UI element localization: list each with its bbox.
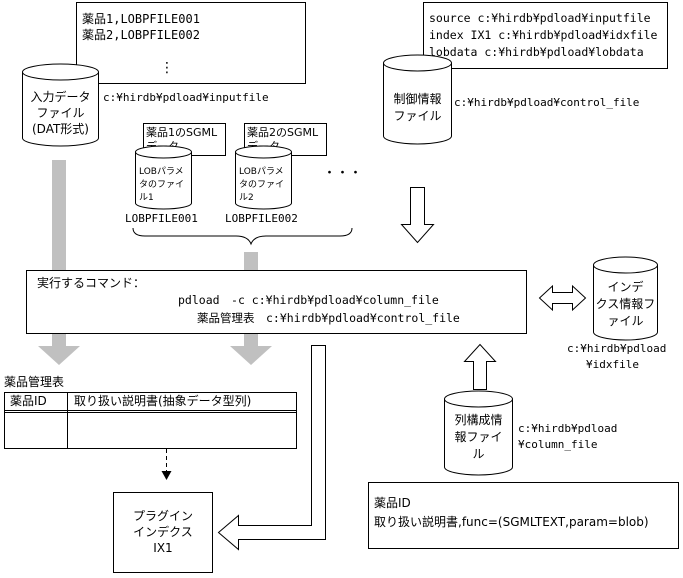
input-vertical-ellipsis: ⋮ — [160, 60, 174, 76]
index-file-path-1: c:¥hirdb¥pdload — [567, 342, 666, 355]
control-cylinder-label-2: ファイル — [393, 109, 441, 123]
double-arrow-command-index — [538, 284, 587, 312]
lob-1-label-3: ル1 — [139, 193, 154, 203]
input-line-2: 薬品2,LOBPFILE002 — [82, 28, 200, 42]
index-cylinder-label-1: インデ — [607, 279, 643, 294]
lob-2-filename: LOBPFILE002 — [225, 212, 298, 225]
plugin-index-box: プラグイン インデクス IX1 — [113, 492, 213, 573]
table-title: 薬品管理表 — [4, 374, 64, 389]
command-line-1: pdload -c c:¥hirdb¥pdload¥column_file — [178, 293, 439, 307]
column-file-path-2: ¥column_file — [518, 438, 597, 451]
input-cylinder-label-3: (DAT形式) — [32, 122, 89, 136]
lob-param-file-2-cylinder: LOBパラメ タのファイ ル2 — [235, 145, 292, 210]
command-line-2: 薬品管理表 c:¥hirdb¥pdload¥control_file — [197, 311, 460, 325]
input-file-path: c:¥hirdb¥pdload¥inputfile — [103, 91, 269, 104]
input-cylinder-label-2: ファイル — [36, 106, 84, 120]
drug-management-table: 薬品管理表 薬品ID 取り扱い説明書(抽象データ型列) — [4, 374, 297, 449]
control-line-2: index IX1 c:¥hirdb¥pdload¥idxfile — [429, 28, 658, 42]
lob-1-filename: LOBPFILE001 — [125, 212, 198, 225]
lob-1-label-2: タのファイ — [139, 179, 184, 190]
lob-2-label-1: LOBパラメ — [239, 166, 284, 177]
lob-files-brace — [132, 227, 353, 246]
index-file-path-2: ¥idxfile — [586, 358, 639, 371]
index-cylinder-label-2: クス情報フ — [596, 297, 656, 311]
lob-1-label-1: LOBパラメ — [139, 166, 184, 177]
sgml-data-1-box: 薬品1のSGML データ — [143, 123, 226, 156]
column-file-line-1: 薬品ID — [374, 496, 411, 510]
input-cylinder-label-1: 入力データ — [30, 89, 90, 104]
control-line-1: source c:¥hirdb¥pdload¥inputfile — [429, 11, 651, 25]
column-file-path-1: c:¥hirdb¥pdload — [518, 422, 617, 435]
index-cylinder-label-3: ァイル — [607, 314, 643, 328]
column-file-content-box: 薬品ID 取り扱い説明書,func=(SGMLTEXT,param=blob) — [368, 482, 679, 549]
input-file-content-box: 薬品1,LOBPFILE001 薬品2,LOBPFILE002 ⋮ — [76, 2, 306, 84]
command-box: 実行するコマンド： pdload -c c:¥hirdb¥pdload¥colu… — [26, 270, 527, 334]
column-file-line-2: 取り扱い説明書,func=(SGMLTEXT,param=blob) — [374, 514, 649, 529]
lob-param-file-1-cylinder: LOBパラメ タのファイ ル1 — [135, 145, 192, 210]
sgml-1-label-1: 薬品1のSGML — [146, 126, 218, 139]
lob-2-label-2: タのファイ — [239, 179, 284, 190]
input-file-cylinder: 入力データ ファイル (DAT形式) — [22, 63, 99, 147]
hollow-arrow-column-to-command — [463, 343, 497, 390]
input-line-1: 薬品1,LOBPFILE001 — [82, 12, 200, 26]
index-info-cylinder: インデ クス情報フ ァイル — [593, 256, 658, 341]
table-header-drug-id: 薬品ID — [10, 394, 47, 408]
control-file-content-box: source c:¥hirdb¥pdload¥inputfile index I… — [423, 2, 668, 69]
hollow-arrow-control-to-command — [400, 187, 435, 244]
table-header-manual: 取り扱い説明書(抽象データ型列) — [74, 393, 251, 408]
column-cylinder-label-1: 列構成情 — [454, 413, 502, 427]
dashed-arrow-table-to-plugin — [161, 449, 172, 480]
plugin-label-1: プラグイン — [133, 509, 193, 523]
lob-2-label-3: ル2 — [239, 193, 254, 203]
command-title: 実行するコマンド： — [37, 275, 145, 290]
column-cylinder-label-3: ル — [472, 447, 484, 461]
control-line-3: lobdata c:¥hirdb¥pdload¥lobdata — [429, 45, 644, 59]
plugin-label-3: IX1 — [153, 541, 172, 555]
hollow-arrow-command-to-plugin-index — [217, 345, 326, 551]
plugin-label-2: インデクス — [133, 524, 193, 539]
lob-ellipsis: ・・・ — [323, 166, 362, 181]
control-file-cylinder: 制御情報 ファイル — [383, 54, 452, 145]
control-cylinder-label-1: 制御情報 — [393, 91, 441, 106]
column-cylinder-label-2: 報ファイ — [454, 430, 502, 444]
gray-arrow-input-to-table — [38, 160, 80, 365]
column-info-cylinder: 列構成情 報ファイ ル — [444, 390, 513, 476]
control-file-path: c:¥hirdb¥pdload¥control_file — [454, 96, 639, 109]
sgml-2-label-1: 薬品2のSGML — [247, 126, 319, 139]
